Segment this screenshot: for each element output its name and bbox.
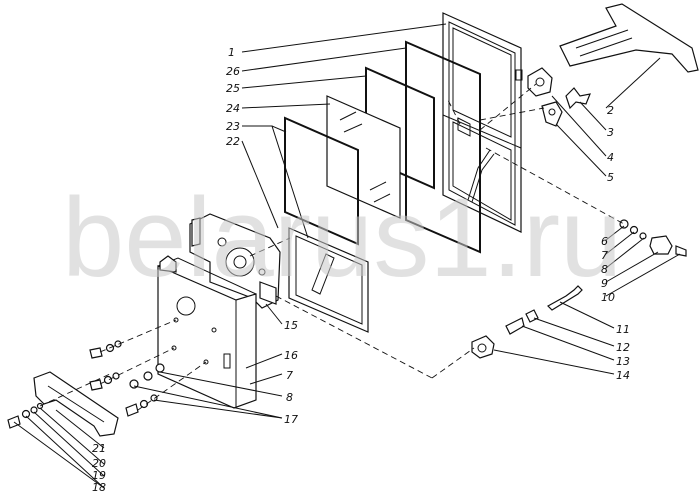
callout-26: 26 (226, 65, 240, 78)
right-fasteners (619, 219, 687, 257)
outer-handle (559, 3, 699, 73)
mounting-plate (157, 255, 257, 409)
callout-labels: 1 26 25 24 23 22 2 3 4 5 6 7 8 9 10 11 1… (92, 46, 630, 493)
assembly-lines (39, 83, 625, 411)
lower-window (288, 227, 369, 333)
callout-1: 1 (228, 46, 235, 59)
pin-assembly (471, 285, 583, 359)
callout-25: 25 (226, 82, 240, 95)
callout-24: 24 (226, 102, 240, 115)
inner-handle (33, 371, 119, 437)
callout-9: 9 (601, 277, 608, 290)
callout-10: 10 (601, 291, 615, 304)
callout-15: 15 (284, 319, 298, 332)
seal-outer (405, 40, 481, 254)
callout-16: 16 (284, 349, 298, 362)
leader-lines (13, 23, 681, 489)
callout-6: 6 (601, 235, 608, 248)
left-fasteners (7, 340, 165, 429)
callout-21: 21 (92, 442, 106, 455)
callout-12: 12 (616, 341, 630, 354)
callout-23: 23 (226, 120, 240, 133)
callout-7: 7 (601, 249, 608, 262)
callout-18: 18 (92, 481, 106, 493)
callout-2: 2 (607, 104, 614, 117)
callout-4: 4 (607, 151, 614, 164)
callout-5: 5 (607, 171, 614, 184)
glass-seal (284, 116, 359, 246)
callout-7b: 7 (286, 369, 293, 382)
glass-pane (326, 95, 401, 219)
small-fittings (527, 67, 591, 127)
callout-8: 8 (601, 263, 608, 276)
callout-8b: 8 (286, 391, 293, 404)
callout-17: 17 (284, 413, 298, 426)
callout-19: 19 (92, 469, 106, 482)
hinge-bracket (189, 213, 281, 309)
callout-14: 14 (616, 369, 630, 382)
door-frame (442, 12, 523, 233)
callout-11: 11 (616, 323, 630, 336)
callout-22: 22 (226, 135, 240, 148)
callout-3: 3 (607, 126, 614, 139)
callout-20: 20 (92, 457, 106, 470)
watermark-text: belarus1.ru (62, 175, 622, 300)
callout-13: 13 (616, 355, 630, 368)
